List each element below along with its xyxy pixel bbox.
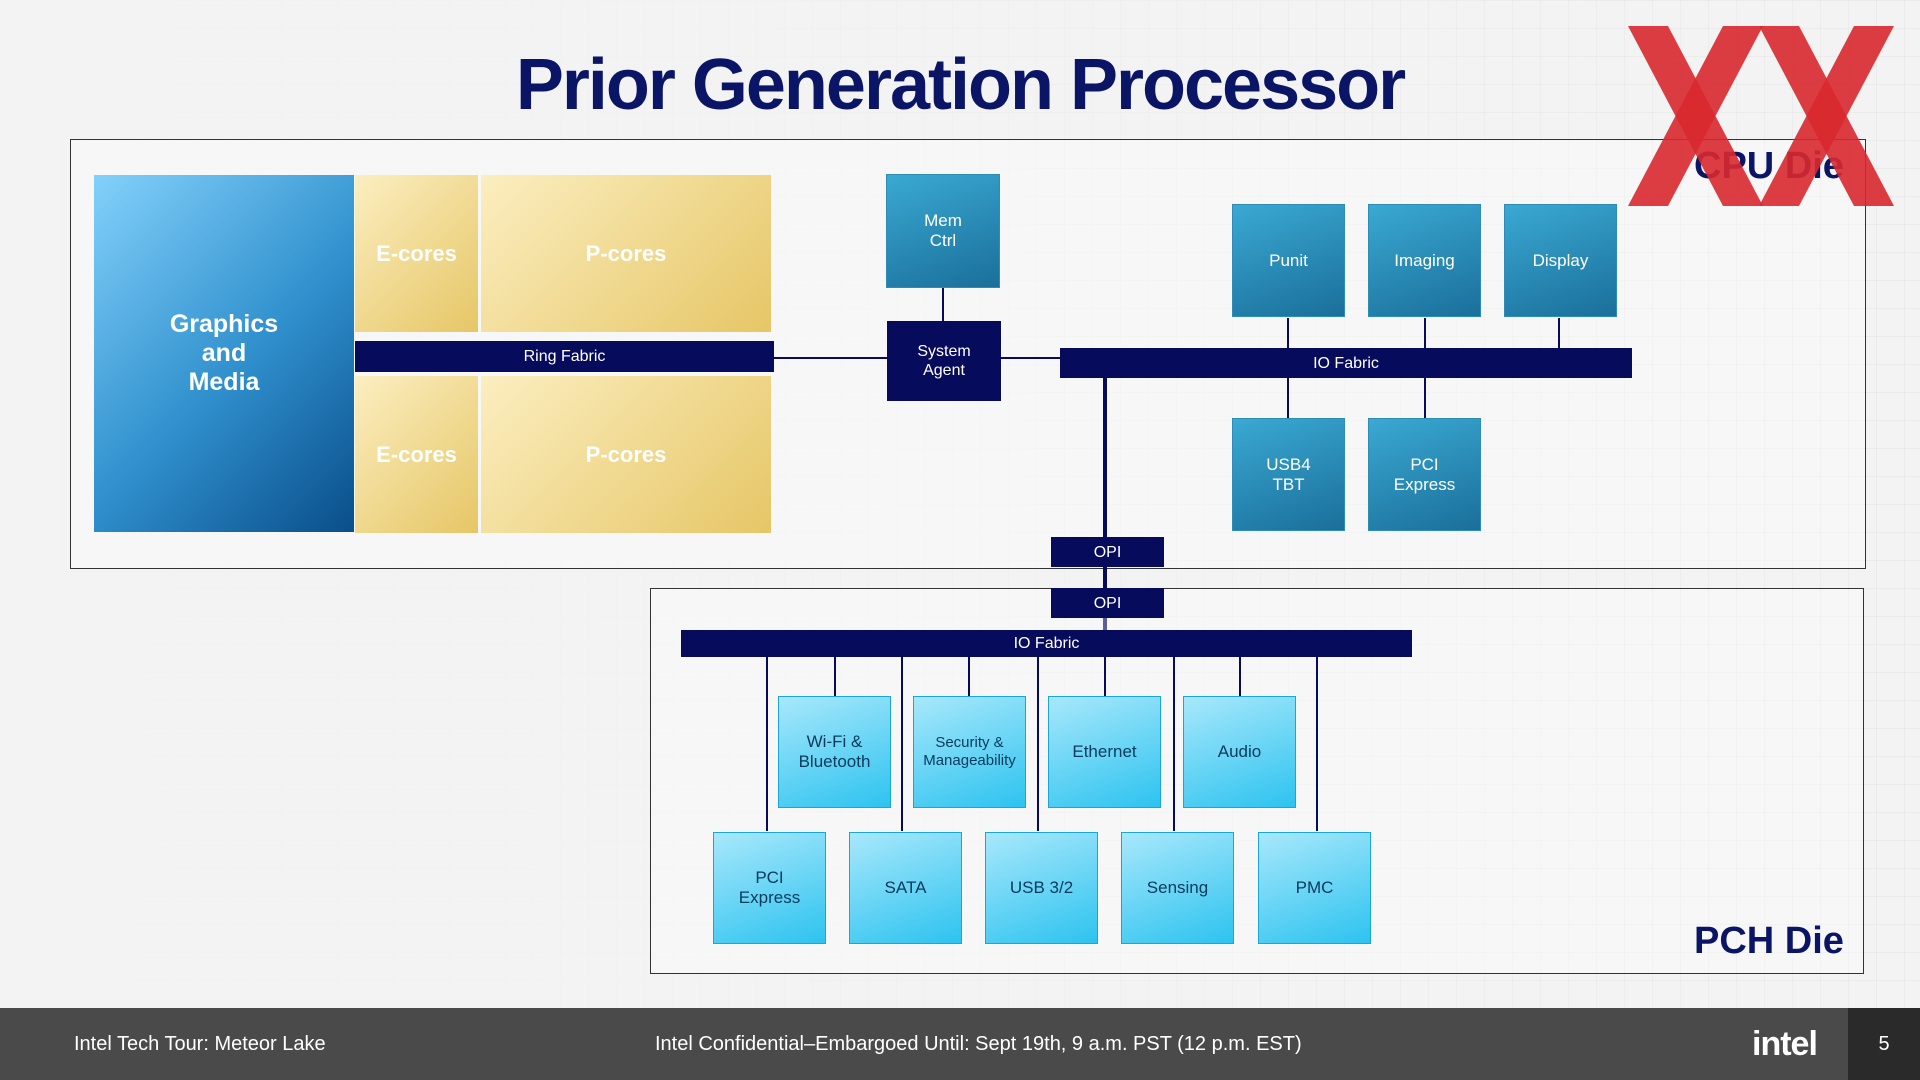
cpu-opi-block: OPI <box>1051 537 1164 567</box>
pcores-top-block: P-cores <box>481 175 771 332</box>
system-agent-block: System Agent <box>887 321 1001 401</box>
audio-block: Audio <box>1183 696 1296 808</box>
pmc-block: PMC <box>1258 832 1371 944</box>
wifi-bluetooth-block: Wi-Fi & Bluetooth <box>778 696 891 808</box>
ethernet-block: Ethernet <box>1048 696 1161 808</box>
ecores-top-block: E-cores <box>355 175 478 332</box>
footer-center-text: Intel Confidential–Embargoed Until: Sept… <box>655 1033 1302 1055</box>
security-connector <box>968 657 970 696</box>
sata-block: SATA <box>849 832 962 944</box>
agent-to-iofabric-line <box>1001 357 1060 359</box>
usb4-tbt-block: USB4 TBT <box>1232 418 1345 531</box>
display-connector <box>1558 318 1560 348</box>
pch-die-label: PCH Die <box>1694 920 1844 962</box>
slide-title: Prior Generation Processor <box>515 45 1406 125</box>
ring-fabric-bar: Ring Fabric <box>355 341 774 372</box>
usb32-connector <box>1037 657 1039 831</box>
cpu-pch-trunk-line <box>1103 378 1107 636</box>
wifi-connector <box>834 657 836 696</box>
security-manageability-block: Security & Manageability <box>913 696 1026 808</box>
pch-pcie-connector <box>766 657 768 831</box>
cpu-pcie-connector <box>1424 378 1426 418</box>
ring-to-agent-line <box>774 357 888 359</box>
mem-ctrl-block: Mem Ctrl <box>886 174 1000 288</box>
footer-left-text: Intel Tech Tour: Meteor Lake <box>74 1033 326 1055</box>
ecores-bottom-block: E-cores <box>355 376 478 533</box>
pmc-connector <box>1316 657 1318 831</box>
red-x-mark-icon <box>1628 26 1894 206</box>
footer-bar: Intel Tech Tour: Meteor Lake Intel Confi… <box>0 1008 1920 1080</box>
intel-logo: intel <box>1752 1025 1818 1063</box>
display-block: Display <box>1504 204 1617 317</box>
pcores-bottom-block: P-cores <box>481 376 771 533</box>
sata-connector <box>901 657 903 831</box>
imaging-block: Imaging <box>1368 204 1481 317</box>
memctrl-to-agent-line <box>942 288 944 322</box>
imaging-connector <box>1424 318 1426 348</box>
cpu-io-fabric-bar: IO Fabric <box>1060 348 1632 378</box>
sensing-connector <box>1173 657 1175 831</box>
usb4-connector <box>1287 378 1289 418</box>
usb32-block: USB 3/2 <box>985 832 1098 944</box>
pch-opi-block: OPI <box>1051 588 1164 618</box>
audio-connector <box>1239 657 1241 696</box>
pch-io-fabric-bar: IO Fabric <box>681 630 1412 657</box>
sensing-block: Sensing <box>1121 832 1234 944</box>
ethernet-connector <box>1104 657 1106 696</box>
punit-block: Punit <box>1232 204 1345 317</box>
pch-pci-express-block: PCI Express <box>713 832 826 944</box>
page-number: 5 <box>1848 1008 1920 1080</box>
graphics-and-media-block: Graphics and Media <box>94 175 354 532</box>
punit-connector <box>1287 318 1289 348</box>
cpu-pci-express-block: PCI Express <box>1368 418 1481 531</box>
